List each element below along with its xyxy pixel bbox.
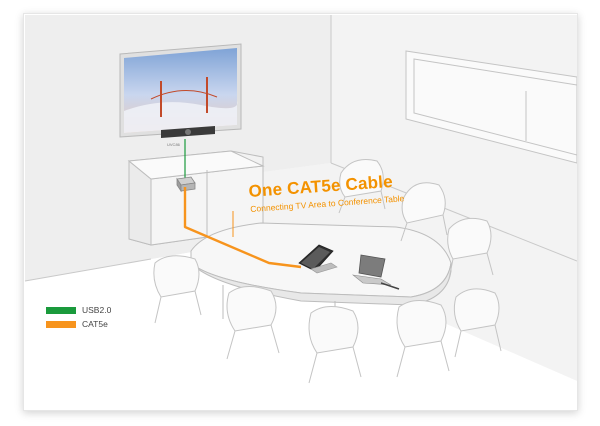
legend-item-usb: USB2.0 [46,304,111,316]
legend-label-cat5e: CAT5e [82,319,108,329]
svg-text:UVC86: UVC86 [167,142,181,147]
legend-item-cat5e: CAT5e [46,318,111,330]
television [120,44,241,137]
legend-label-usb: USB2.0 [82,305,111,315]
legend: USB2.0 CAT5e [46,304,111,332]
diagram-frame: UVC86 [23,13,578,411]
legend-swatch-usb [46,307,76,314]
room-illustration: UVC86 [24,14,577,410]
legend-swatch-cat5e [46,321,76,328]
